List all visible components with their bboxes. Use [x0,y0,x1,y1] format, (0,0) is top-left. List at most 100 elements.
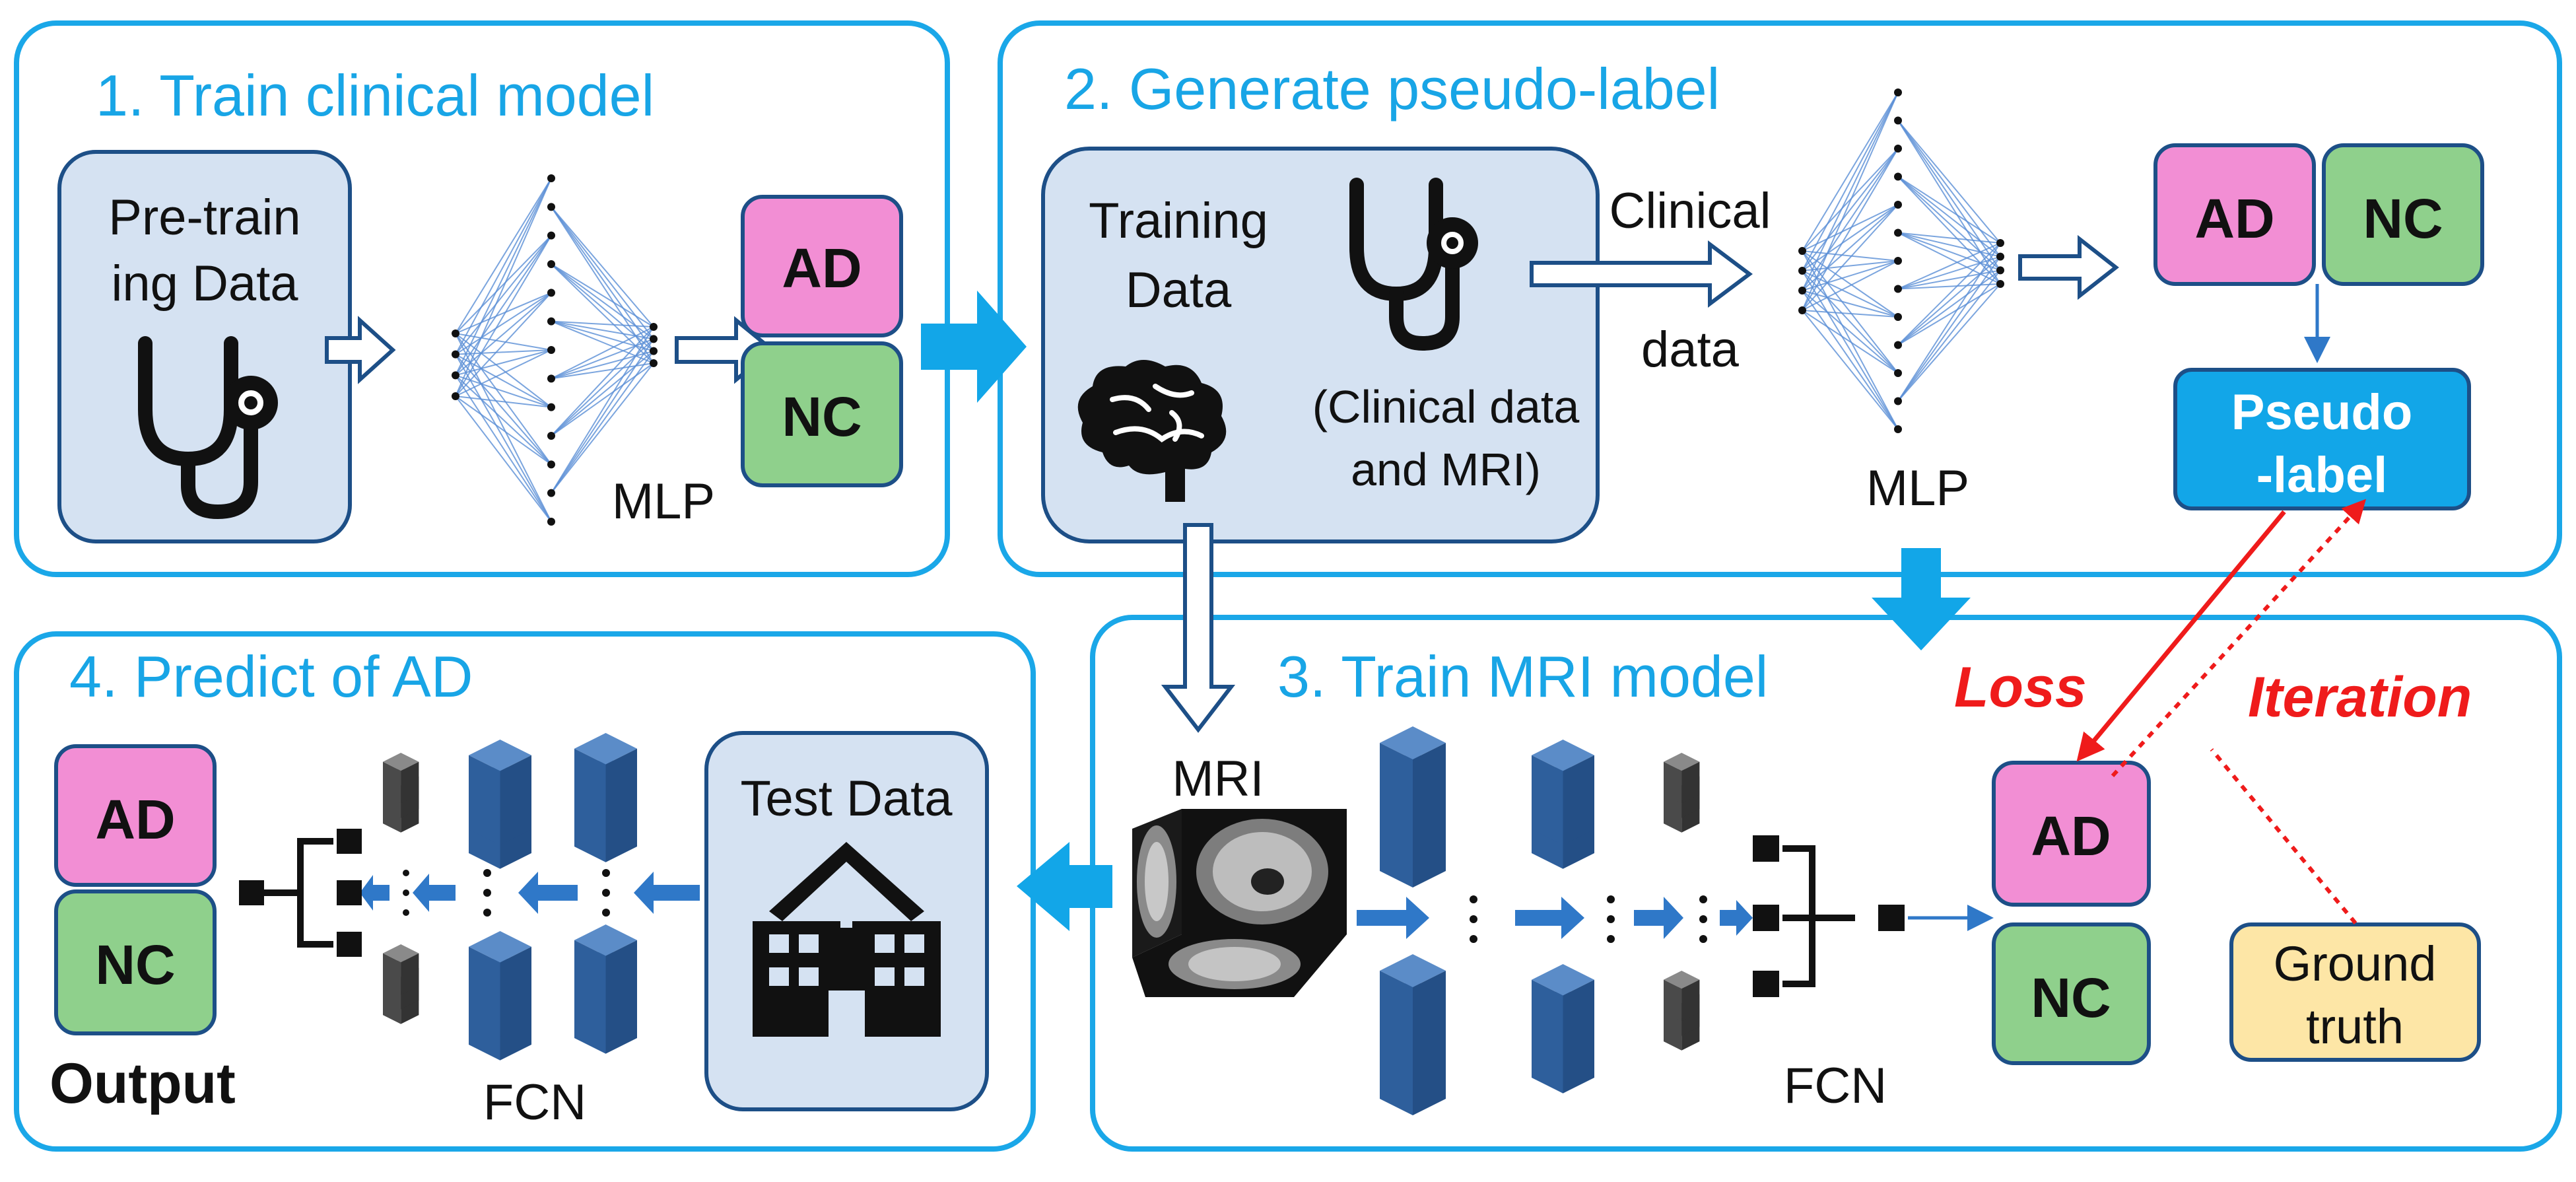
mlp-node [452,371,459,380]
nc-label-panel-3: NC [2031,967,2111,1029]
ad-box-panel-3 [1992,761,2151,907]
ad-label-panel-1: AD [782,237,862,299]
ground-truth-label-2: truth [2306,999,2404,1054]
mlp-node [547,374,555,383]
mlp-node [650,335,658,343]
pseudo-label-1: Pseudo [2231,384,2413,440]
mri-label: MRI [1172,751,1264,807]
mlp-node [1798,267,1806,275]
fcn-3-label: FCN [1784,1058,1887,1114]
mlp-node [547,317,555,326]
mlp-node [1894,88,1902,96]
mlp-network-1 [452,174,658,526]
iteration-line-ground [2210,748,2357,924]
panel-4-title: 4. Predict of AD [69,644,473,709]
arrow-pretrain-to-mlp [325,316,396,384]
mlp-node [547,432,555,440]
mlp-node [1996,266,2004,275]
nc-box-panel-2 [2322,143,2484,286]
panel-2-title: 2. Generate pseudo-label [1064,56,1720,122]
mlp-node [1798,287,1806,295]
clinical-mri-label-2: and MRI) [1351,444,1541,495]
mlp-node [1894,313,1902,321]
mlp-2-label: MLP [1866,460,1969,516]
iteration-label: Iteration [2248,666,2472,729]
mlp-node [547,289,555,297]
arrow-training-to-mlp [1530,240,1753,308]
mlp-node [547,489,555,497]
ad-box-panel-2 [2153,143,2316,286]
nc-box-panel-3 [1992,922,2151,1065]
mlp-node [452,330,459,337]
mlp-node [1894,172,1902,181]
fcn-flow-panel-4 [360,869,700,917]
ground-truth-label-1: Ground [2274,936,2437,991]
fcn-flow-panel-3 [1357,895,1753,943]
mlp-1-label: MLP [612,473,715,530]
big-arrow-2-to-3 [1872,548,1971,650]
stethoscope-icon [1349,178,1478,351]
ad-label-panel-4: AD [95,788,175,851]
training-label-2: Data [1126,262,1232,318]
mlp-node [650,347,658,355]
fcn-cube [383,944,419,995]
mlp-network-2 [1798,88,2004,433]
nc-label-panel-2: NC [2363,188,2443,250]
mlp-node [1894,228,1902,237]
mlp-node [547,174,555,182]
fcn-cube [574,733,637,815]
loss-arrow [2076,510,2286,762]
nc-box-panel-4 [54,889,217,1035]
arrow-mlp2-to-output [2018,234,2119,300]
test-data-label: Test Data [740,771,953,827]
brain-icon [1077,360,1227,502]
stethoscope-icon [138,336,278,520]
pretraining-label-2: ing Data [111,256,298,312]
fcn-cube [1380,954,1446,1040]
classifier-tree-panel-3 [1753,835,1905,997]
mlp-node [1996,239,2004,247]
ad-label-panel-2: AD [2194,188,2274,250]
nc-box-panel-1 [741,341,903,487]
fcn-cube [1532,740,1594,821]
training-label-1: Training [1089,193,1268,249]
mri-scan-icon [1132,809,1347,997]
fcn-cube [1664,753,1700,804]
mlp-node [1996,252,2004,261]
mlp-node [1894,116,1902,125]
big-arrow-3-to-4 [1017,842,1112,931]
fcn-cube [383,753,419,804]
iteration-line-ad [2111,499,2367,778]
mlp-node [650,323,658,331]
big-arrow-1-to-2 [921,291,1027,403]
clinical-mri-label-1: (Clinical data [1312,381,1580,433]
nc-label-panel-1: NC [782,386,862,448]
ad-label-panel-3: AD [2031,805,2111,867]
mlp-node [547,231,555,240]
panel-2-border [998,20,2562,577]
fcn-4-label: FCN [483,1074,586,1130]
fcn-cube [1532,964,1594,1046]
mlp-node [1894,397,1902,405]
arrow-training-to-mri [1161,523,1236,733]
nc-label-panel-4: NC [95,934,175,996]
ground-truth-box [2229,922,2481,1062]
ad-box-panel-1 [741,195,903,337]
mlp-node [547,403,555,411]
mlp-node [547,260,555,268]
fcn-cube [1664,971,1700,1022]
mlp-node [1798,247,1806,255]
fcn-cube [469,740,531,821]
mlp-node [1996,280,2004,288]
mlp-node [1894,257,1902,265]
classifier-tree-panel-4 [239,829,362,957]
panel-1-title: 1. Train clinical model [96,63,654,128]
mlp-node [547,346,555,354]
mlp-node [452,350,459,359]
pseudo-label-2: -label [2256,447,2388,503]
mlp-node [1894,201,1902,209]
hospital-icon [753,842,941,1037]
pretraining-label-1: Pre-train [108,190,300,246]
fcn-cube [574,924,637,1006]
